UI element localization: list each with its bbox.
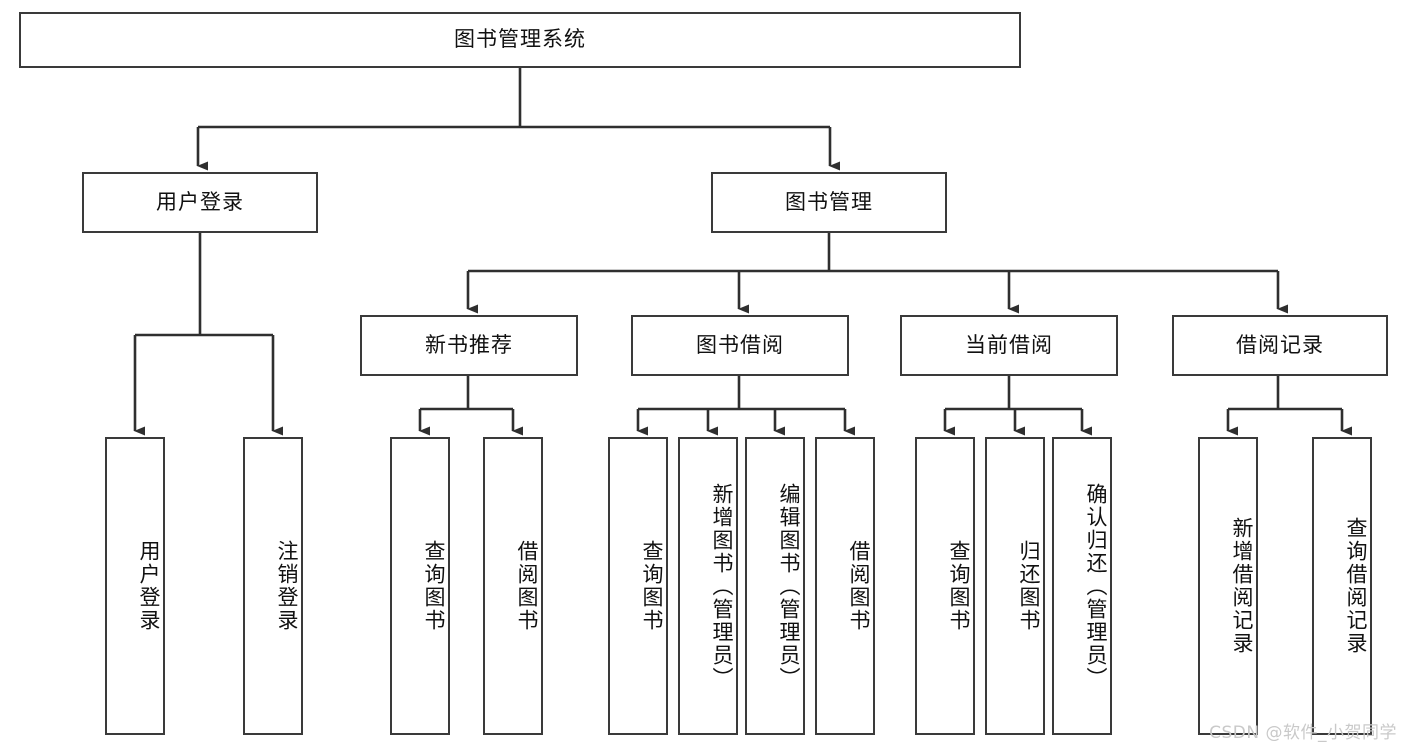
node-label: 新增借阅记录 xyxy=(1230,517,1254,655)
node-label: 借阅图书 xyxy=(847,540,871,632)
node-label: 确认归还（管理员） xyxy=(1084,482,1108,690)
node-label: 编辑图书（管理员） xyxy=(777,482,801,690)
node-label: 新书推荐 xyxy=(425,332,513,357)
node-label: 注销登录 xyxy=(275,540,299,632)
leaf-user-login-login[interactable]: 用户登录 xyxy=(105,437,165,735)
node-label: 查询借阅记录 xyxy=(1344,517,1368,655)
leaf-new-book-query[interactable]: 查询图书 xyxy=(390,437,450,735)
node-label: 查询图书 xyxy=(947,540,971,632)
node-label: 查询图书 xyxy=(640,540,664,632)
node-root-book-management-system[interactable]: 图书管理系统 xyxy=(19,12,1021,68)
leaf-book-borrow-query[interactable]: 查询图书 xyxy=(608,437,668,735)
leaf-current-borrow-query[interactable]: 查询图书 xyxy=(915,437,975,735)
csdn-watermark: CSDN @软件_小贺同学 xyxy=(1209,723,1397,743)
node-label: 图书管理系统 xyxy=(454,27,586,52)
node-book-borrow[interactable]: 图书借阅 xyxy=(631,315,849,376)
node-user-login[interactable]: 用户登录 xyxy=(82,172,318,233)
node-label: 当前借阅 xyxy=(965,332,1053,357)
node-label: 归还图书 xyxy=(1017,540,1041,632)
node-label: 新增图书（管理员） xyxy=(710,482,734,690)
node-label: 图书借阅 xyxy=(696,332,784,357)
leaf-current-borrow-confirm-return[interactable]: 确认归还（管理员） xyxy=(1052,437,1112,735)
node-borrow-record[interactable]: 借阅记录 xyxy=(1172,315,1388,376)
node-book-management[interactable]: 图书管理 xyxy=(711,172,947,233)
node-label: 借阅记录 xyxy=(1236,332,1324,357)
leaf-book-borrow-borrow[interactable]: 借阅图书 xyxy=(815,437,875,735)
node-label: 借阅图书 xyxy=(515,540,539,632)
leaf-borrow-record-add[interactable]: 新增借阅记录 xyxy=(1198,437,1258,735)
node-label: 用户登录 xyxy=(137,540,161,632)
leaf-current-borrow-return[interactable]: 归还图书 xyxy=(985,437,1045,735)
leaf-book-borrow-add[interactable]: 新增图书（管理员） xyxy=(678,437,738,735)
leaf-borrow-record-query[interactable]: 查询借阅记录 xyxy=(1312,437,1372,735)
leaf-user-login-logout[interactable]: 注销登录 xyxy=(243,437,303,735)
node-current-borrow[interactable]: 当前借阅 xyxy=(900,315,1118,376)
leaf-book-borrow-edit[interactable]: 编辑图书（管理员） xyxy=(745,437,805,735)
leaf-new-book-borrow[interactable]: 借阅图书 xyxy=(483,437,543,735)
node-new-book-recommend[interactable]: 新书推荐 xyxy=(360,315,578,376)
node-label: 图书管理 xyxy=(785,189,873,214)
node-label: 查询图书 xyxy=(422,540,446,632)
node-label: 用户登录 xyxy=(156,189,244,214)
